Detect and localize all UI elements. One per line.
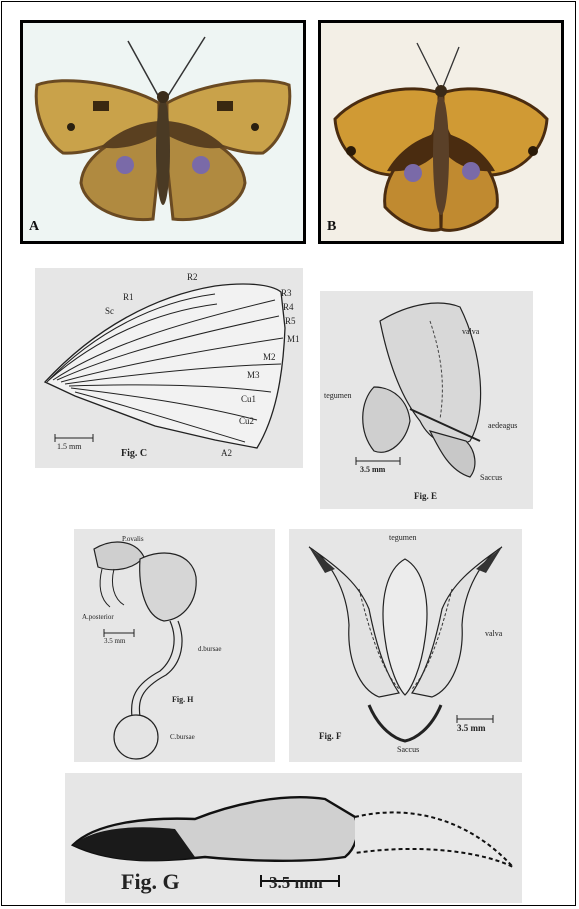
figure-caption-e: Fig. E — [414, 491, 437, 501]
genitalia-f-drawing — [289, 529, 522, 762]
panel-g-aedeagus: Fig. G 3.5 mm — [65, 773, 522, 903]
label-d-bursae: d.bursae — [198, 645, 222, 653]
label-tegumen-e: tegumen — [324, 391, 352, 400]
label-c-bursae: C.bursae — [170, 733, 195, 741]
label-aedeagus-e: aedeagus — [488, 421, 517, 430]
scale-label-f: 3.5 mm — [457, 723, 486, 733]
vein-label-m3: M3 — [247, 370, 260, 380]
figure-caption-f: Fig. F — [319, 731, 342, 741]
label-tegumen-f: tegumen — [389, 533, 417, 542]
genitalia-h-drawing — [74, 529, 275, 762]
butterfly-a-image — [23, 23, 303, 241]
scale-label-c: 1.5 mm — [57, 442, 81, 451]
panel-b-letter: B — [327, 219, 336, 235]
vein-label-m2: M2 — [263, 352, 276, 362]
figure-caption-c: Fig. C — [121, 448, 147, 459]
label-valva-e: valva — [462, 327, 479, 336]
vein-label-r1: R1 — [123, 292, 134, 302]
vein-label-r5: R5 — [285, 316, 296, 326]
label-saccus-f: Saccus — [397, 745, 419, 754]
panel-h-female-genitalia: P.ovalis A.posterior d.bursae C.bursae 3… — [74, 529, 275, 762]
butterfly-b-image — [321, 23, 561, 241]
vein-label-r3: R3 — [281, 288, 292, 298]
vein-label-r4: R4 — [283, 302, 294, 312]
panel-a-photo: A — [20, 20, 306, 244]
label-a-posterior: A.posterior — [82, 613, 114, 621]
panel-a-letter: A — [29, 219, 39, 235]
figure-caption-h: Fig. H — [172, 695, 193, 704]
vein-label-cu1: Cu1 — [241, 394, 256, 404]
label-p-ovalis: P.ovalis — [122, 535, 144, 543]
panel-b-photo: B — [318, 20, 564, 244]
label-valva-f: valva — [485, 629, 502, 638]
panel-e-genitalia: valva tegumen aedeagus Saccus 3.5 mm Fig… — [320, 291, 533, 509]
vein-label-m1: M1 — [287, 334, 300, 344]
scale-label-e: 3.5 mm — [360, 465, 385, 474]
scale-label-g: 3.5 mm — [269, 873, 323, 893]
vein-label-sc: Sc — [105, 306, 114, 316]
vein-label-r2: R2 — [187, 272, 198, 282]
vein-label-cu2: Cu2 — [239, 416, 254, 426]
wing-venation-drawing — [35, 268, 303, 468]
scale-label-h: 3.5 mm — [104, 637, 125, 645]
panel-f-genitalia-ventral: tegumen valva Saccus 3.5 mm Fig. F — [289, 529, 522, 762]
vein-label-a2: A2 — [221, 448, 232, 458]
label-saccus-e: Saccus — [480, 473, 502, 482]
figure-caption-g: Fig. G — [121, 869, 180, 895]
panel-c-wing-venation: R2 R1 Sc R3 R4 R5 M1 M2 M3 Cu1 Cu2 A2 1.… — [35, 268, 303, 468]
